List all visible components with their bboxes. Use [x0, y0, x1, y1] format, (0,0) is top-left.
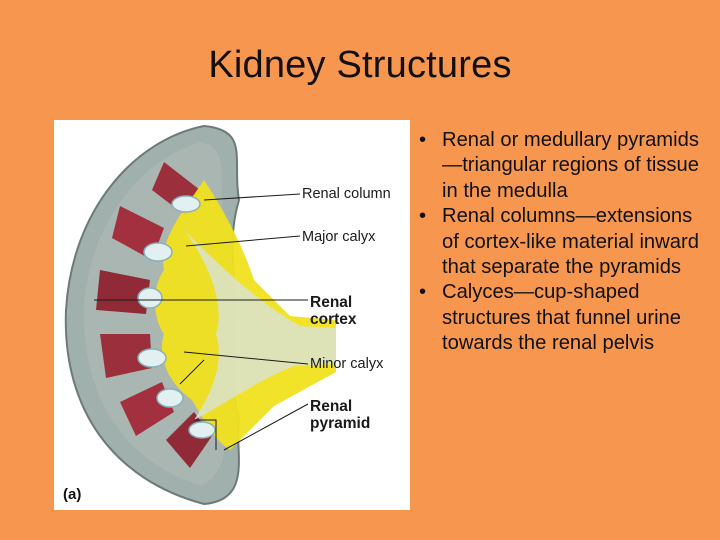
- renal-pelvis: [184, 230, 336, 420]
- label-major-calyx: Major calyx: [302, 229, 376, 245]
- kidney-section-illustration: [64, 124, 336, 506]
- label-renal-pyramid: Renal pyramid: [310, 398, 370, 432]
- bullet-item: Renal or medullary pyramids—triangular r…: [412, 128, 712, 204]
- label-renal-cortex-line1: Renal: [310, 294, 353, 311]
- bullet-list: Renal or medullary pyramids—triangular r…: [412, 128, 712, 357]
- slide-title: Kidney Structures: [208, 44, 512, 86]
- bullet-item: Calyces—cup-shaped structures that funne…: [412, 280, 712, 356]
- label-renal-cortex-line2: cortex: [310, 311, 357, 328]
- leader-lines: [94, 193, 309, 451]
- label-renal-column: Renal column: [302, 186, 391, 202]
- label-renal-cortex: Renal cortex: [310, 294, 357, 328]
- bullet-item: Renal columns—extensions of cortex-like …: [412, 204, 712, 280]
- kidney-figure: Renal column Major calyx Renal cortex Mi…: [54, 120, 410, 510]
- label-renal-pyramid-line2: pyramid: [310, 415, 371, 432]
- figure-panel-tag: (a): [63, 486, 82, 503]
- label-minor-calyx: Minor calyx: [310, 356, 384, 372]
- label-renal-pyramid-line1: Renal: [310, 398, 353, 415]
- minor-calyces: [137, 195, 216, 439]
